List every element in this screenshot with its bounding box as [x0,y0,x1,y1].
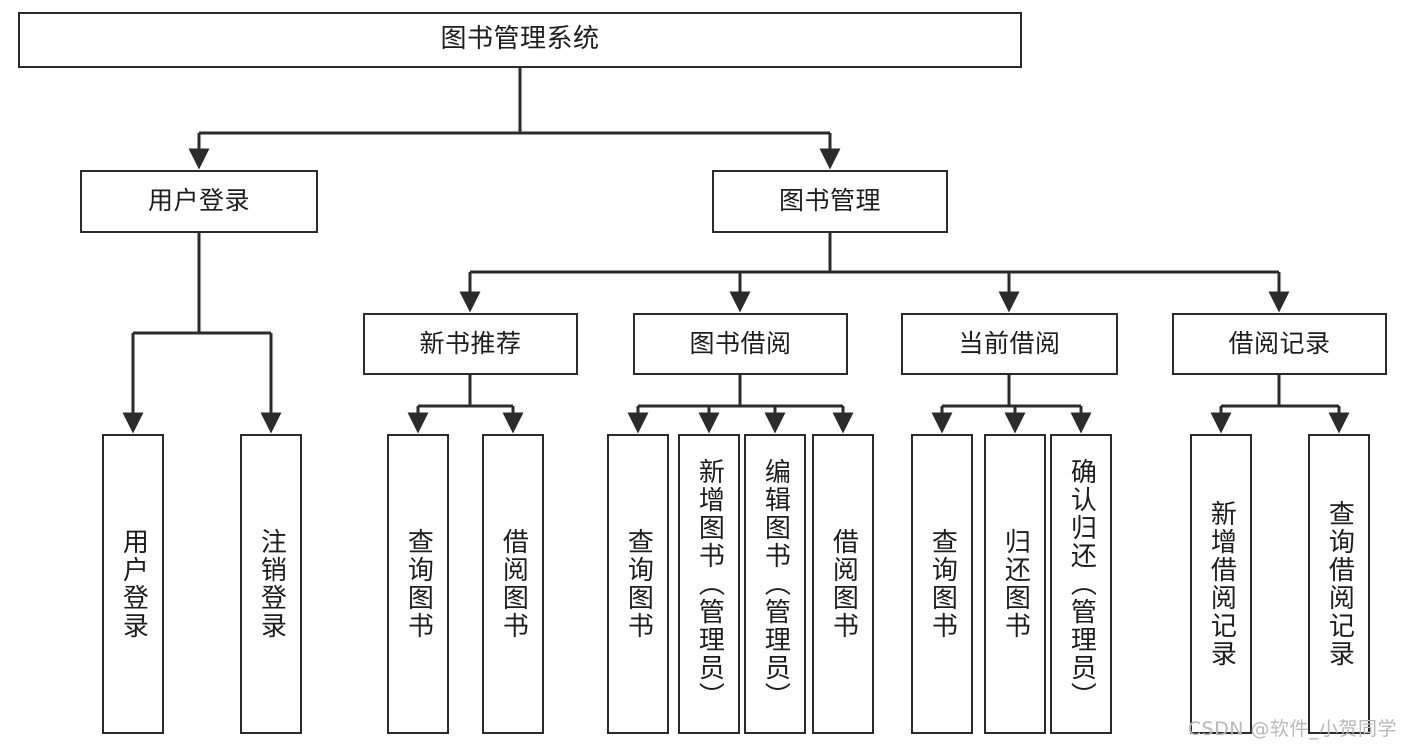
node-label: 编辑图书（管理员） [760,458,791,710]
node-label: 注销登录 [256,528,287,640]
node-label: 图书管理 [778,186,881,216]
node-leaf-logout: 注销登录 [240,434,302,734]
node-leaf-borrow-book-2: 借阅图书 [812,434,874,734]
node-leaf-confirm-return: 确认归还（管理员） [1050,434,1112,734]
node-leaf-query-book-1: 查询图书 [387,434,449,734]
node-label: 用户登录 [147,186,250,216]
node-leaf-borrow-book-1: 借阅图书 [482,434,544,734]
node-label: 借阅图书 [828,528,859,640]
node-label: 归还图书 [1000,528,1031,640]
node-current-borrow: 当前借阅 [901,313,1118,375]
node-label: 查询图书 [403,528,434,640]
node-label: 查询图书 [927,528,958,640]
node-leaf-user-login: 用户登录 [102,434,164,734]
node-label: 查询图书 [623,528,654,640]
node-label: 新增借阅记录 [1206,500,1237,668]
node-leaf-add-record: 新增借阅记录 [1190,434,1252,734]
edge-group-new-book-rec [407,375,524,434]
node-label: 用户登录 [118,528,149,640]
edge-group-book-manage [459,233,1290,313]
node-label: 新书推荐 [419,328,522,358]
node-leaf-add-book: 新增图书（管理员） [678,434,740,734]
node-leaf-query-book-2: 查询图书 [607,434,669,734]
node-label: 借阅图书 [498,528,529,640]
node-label: 当前借阅 [958,328,1061,358]
node-root: 图书管理系统 [18,12,1022,68]
node-label: 查询借阅记录 [1324,500,1355,668]
csdn-watermark: CSDN @软件_小贺同学 [1187,718,1397,740]
node-leaf-query-record: 查询借阅记录 [1308,434,1370,734]
edge-group-root [188,68,841,170]
edge-group-book-borrow [627,375,854,434]
node-label: 图书管理系统 [440,24,600,55]
node-label: 图书借阅 [689,328,792,358]
edge-group-borrow-record [1210,375,1350,434]
node-label: 新增图书（管理员） [694,458,725,710]
node-label: 借阅记录 [1228,328,1331,358]
node-user-login: 用户登录 [80,170,318,233]
node-label: 确认归还（管理员） [1066,458,1097,710]
node-leaf-edit-book: 编辑图书（管理员） [744,434,806,734]
node-leaf-query-book-3: 查询图书 [911,434,973,734]
node-borrow-record: 借阅记录 [1172,313,1387,375]
node-new-book-rec: 新书推荐 [363,313,578,375]
node-leaf-return-book: 归还图书 [984,434,1046,734]
node-book-borrow: 图书借阅 [633,313,848,375]
edge-group-current-borrow [931,375,1092,434]
edge-group-user-login [122,233,282,434]
node-book-manage: 图书管理 [712,170,948,233]
